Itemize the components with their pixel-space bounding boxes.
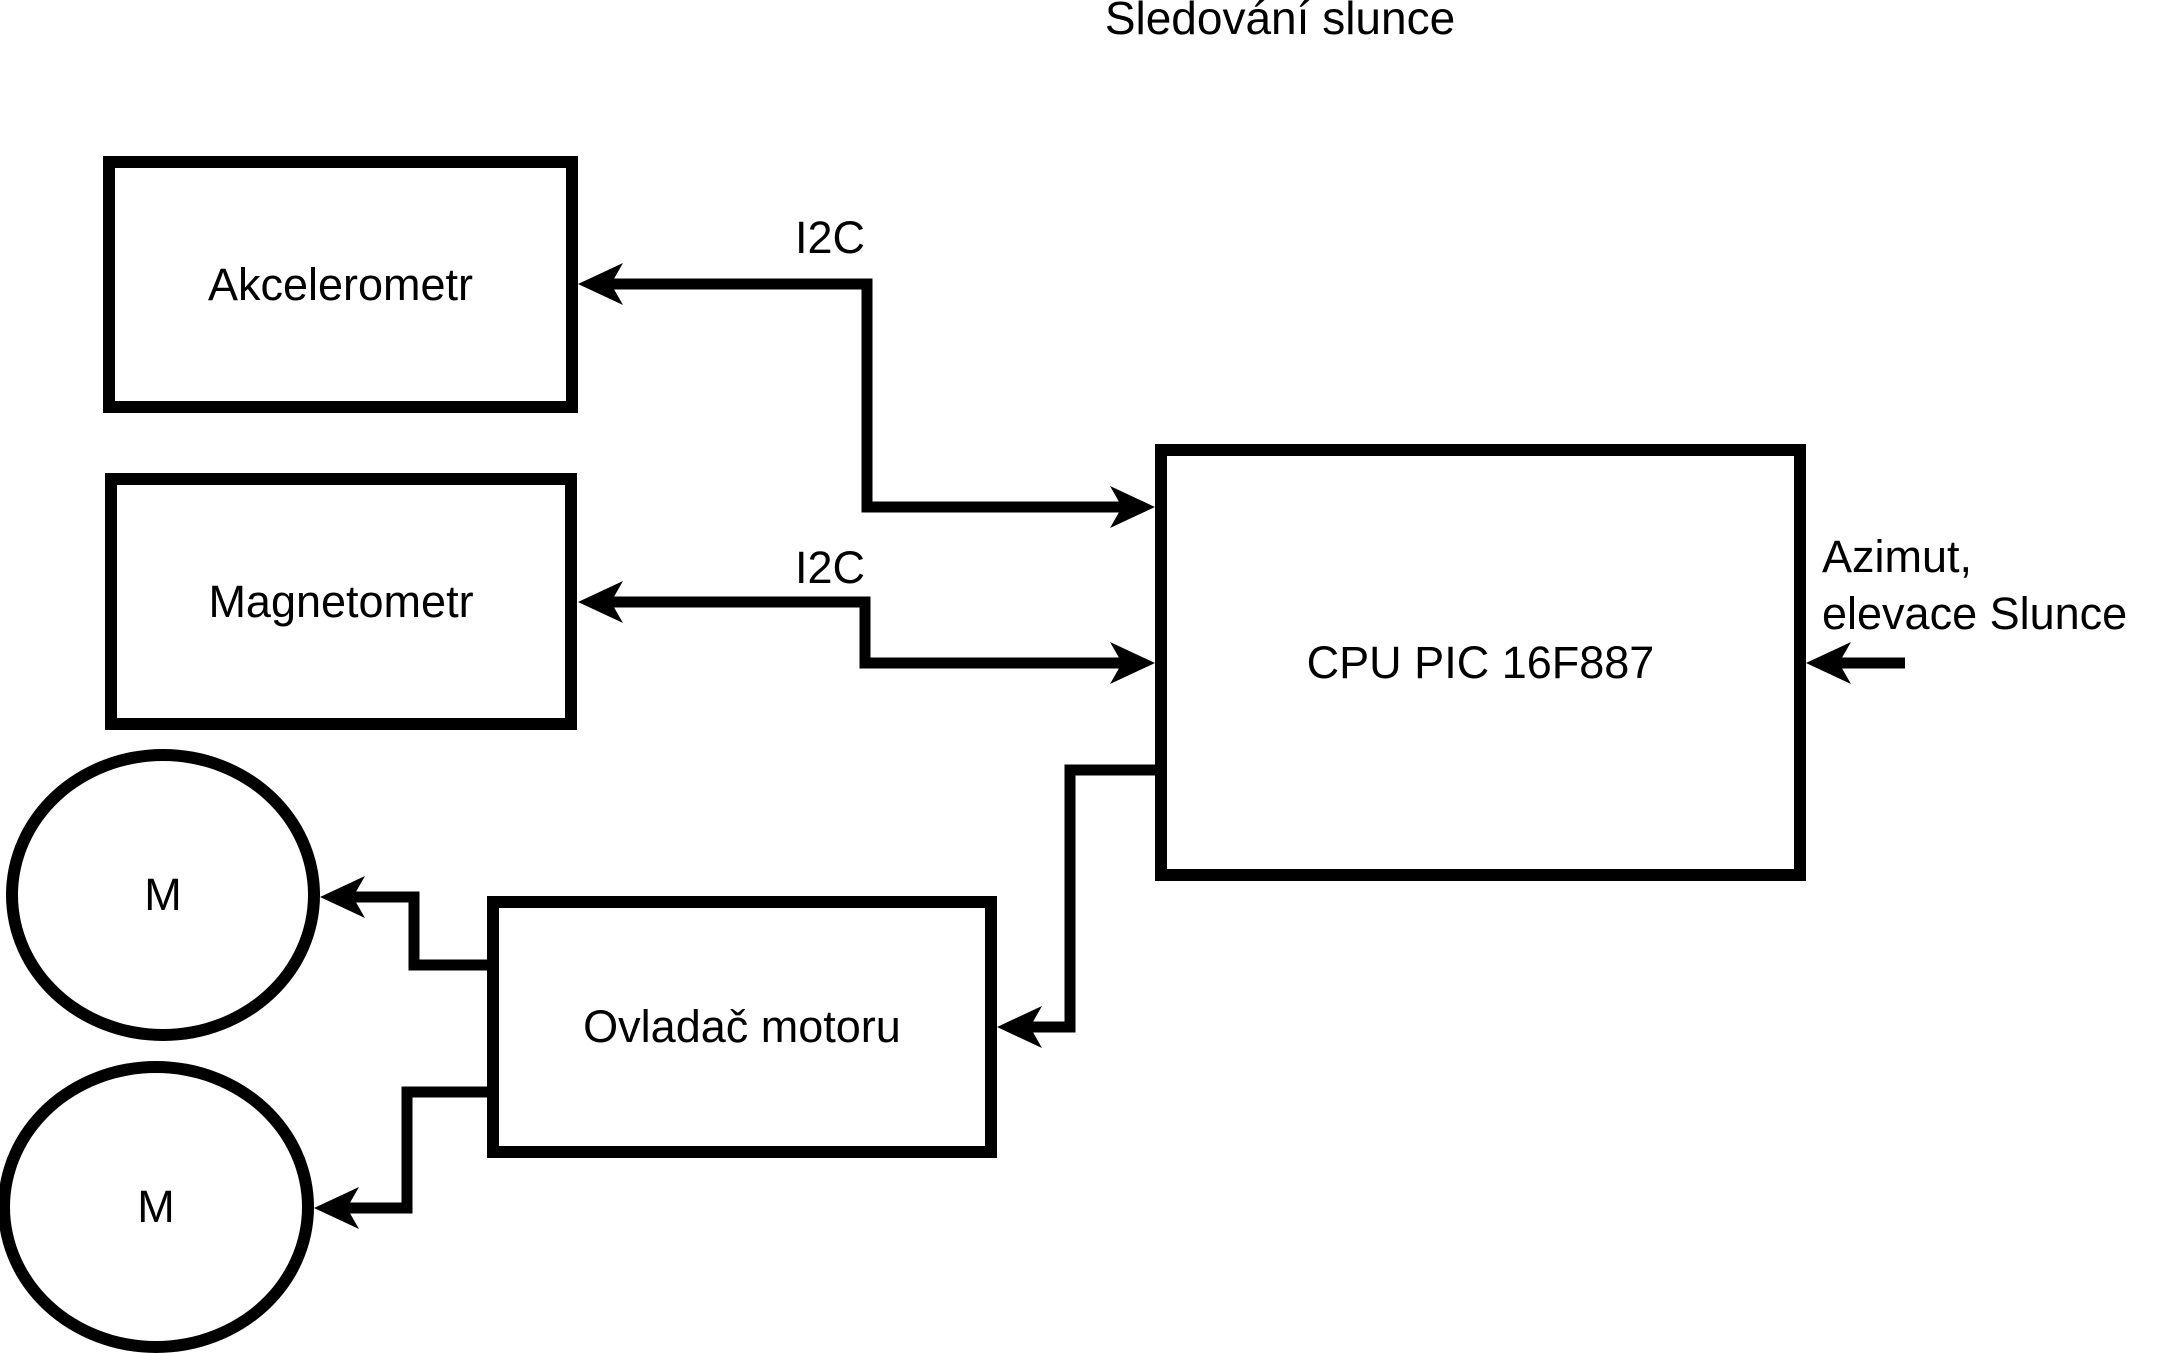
block-motor-top: M — [6, 749, 320, 1041]
block-cpu: CPU PIC 16F887 — [1155, 444, 1806, 881]
block-motor-bottom: M — [0, 1061, 314, 1353]
cpu-input-line2: elevace Slunce — [1822, 588, 2128, 639]
block-magnetometer: Magnetometr — [105, 473, 577, 730]
cpu-input-label: Azimut, elevace Slunce — [1822, 528, 2127, 642]
block-accelerometer: Akcelerometr — [103, 156, 578, 413]
i2c-label-accelerometer: I2C — [794, 212, 865, 263]
cpu-input-line1: Azimut, — [1822, 531, 1973, 582]
block-magnetometer-label: Magnetometr — [208, 575, 474, 627]
i2c-label-magnetometer: I2C — [794, 542, 865, 593]
block-cpu-label: CPU PIC 16F887 — [1306, 636, 1655, 688]
block-motor-bottom-label: M — [137, 1181, 175, 1233]
i2c-bus-magnetometer-connector — [578, 581, 1155, 684]
driver-to-motor-top-connector — [320, 876, 487, 971]
cpu-to-motor-driver-connector — [997, 764, 1155, 1048]
block-motor-top-label: M — [144, 869, 182, 921]
i2c-bus-accelerometer-connector — [578, 263, 1155, 528]
block-motor-driver: Ovladač motoru — [487, 896, 997, 1158]
block-accelerometer-label: Akcelerometr — [207, 258, 474, 310]
block-motor-driver-label: Ovladač motoru — [583, 1001, 901, 1053]
driver-to-motor-bottom-connector — [314, 1086, 487, 1229]
diagram-title: Sledování slunce — [1104, 0, 1456, 44]
